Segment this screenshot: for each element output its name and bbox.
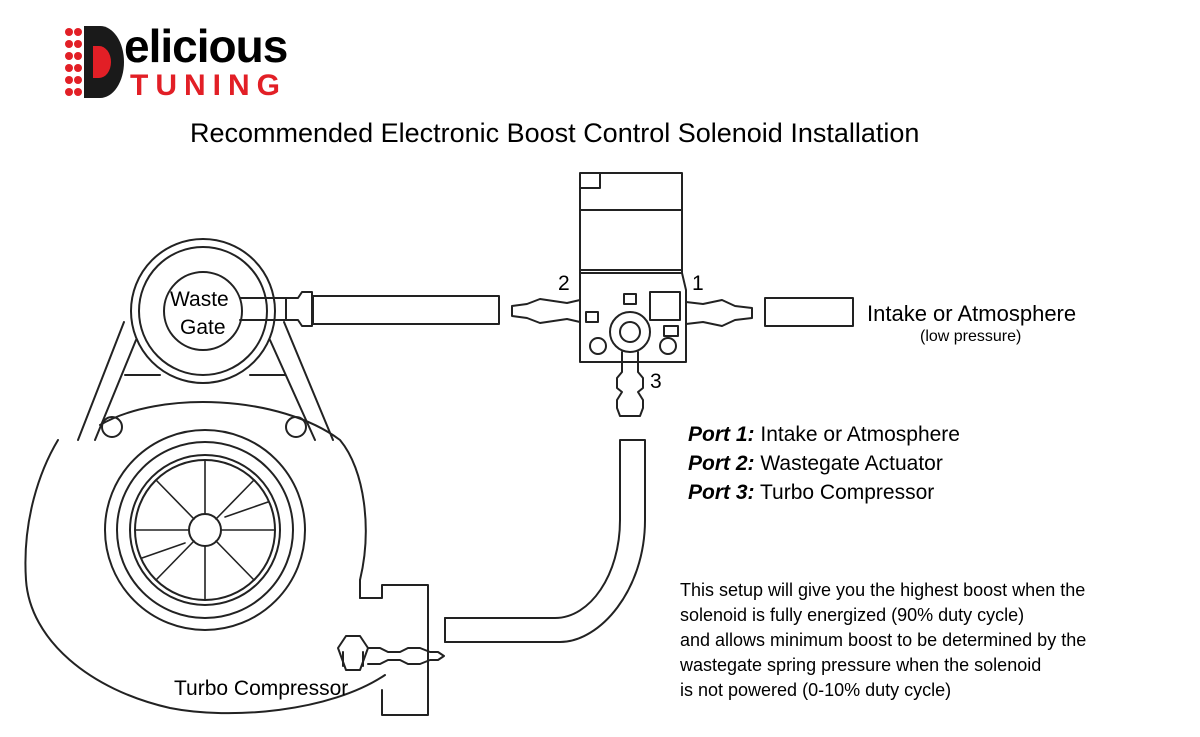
port-legend-key: Port 1:: [688, 423, 755, 446]
port-legend-key: Port 2:: [688, 452, 755, 475]
note-line: solenoid is fully energized (90% duty cy…: [680, 605, 1025, 625]
note-line: is not powered (0-10% duty cycle): [680, 680, 952, 700]
waste-gate-label-line2: Gate: [180, 316, 226, 339]
logo-d-icon: [65, 26, 124, 98]
waste-gate-label-line1: Waste: [170, 288, 229, 311]
port-2-number: 2: [558, 272, 570, 295]
port-legend-row: Port 1: Intake or Atmosphere: [688, 420, 960, 449]
wastegate-fitting: [239, 291, 313, 327]
turbo-compressor-label: Turbo Compressor: [174, 677, 349, 700]
diagram-title: Recommended Electronic Boost Control Sol…: [190, 118, 920, 148]
port-legend-key: Port 3:: [688, 481, 755, 504]
turbo-compressor-drawing: [24, 238, 445, 716]
port-legend-desc: Wastegate Actuator: [760, 452, 943, 475]
intake-label: Intake or Atmosphere: [867, 301, 1077, 326]
brand-name-line2: TUNING: [130, 69, 287, 102]
note-line: This setup will give you the highest boo…: [680, 580, 1086, 600]
hose-port-3: [444, 439, 646, 643]
port-1-number: 1: [692, 272, 704, 295]
port-legend: Port 1: Intake or Atmosphere Port 2: Was…: [688, 420, 960, 507]
brand-name-line1: elicious: [124, 20, 288, 72]
boost-solenoid-drawing: [511, 172, 753, 417]
intake-sublabel: (low pressure): [920, 328, 1022, 345]
port-legend-row: Port 2: Wastegate Actuator: [688, 449, 960, 478]
port-legend-desc: Intake or Atmosphere: [760, 423, 960, 446]
setup-note: This setup will give you the highest boo…: [680, 578, 1086, 703]
port-legend-desc: Turbo Compressor: [759, 481, 935, 504]
note-line: and allows minimum boost to be determine…: [680, 630, 1087, 650]
hose-port-2: [312, 295, 500, 325]
hose-port-1: [764, 297, 854, 327]
port-3-number: 3: [650, 370, 662, 393]
note-line: wastegate spring pressure when the solen…: [680, 655, 1042, 675]
port-legend-row: Port 3: Turbo Compressor: [688, 478, 960, 507]
